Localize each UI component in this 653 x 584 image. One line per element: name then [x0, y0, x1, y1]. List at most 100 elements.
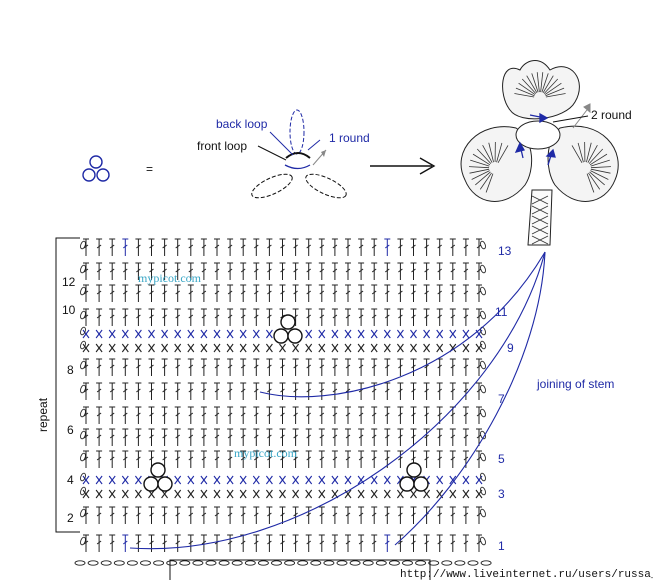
turning-chain: [80, 508, 86, 518]
single-crochet-stitch: [410, 489, 417, 499]
double-crochet-slash: [201, 412, 207, 417]
double-crochet-slash: [398, 512, 403, 517]
single-crochet-stitch: [82, 489, 90, 499]
double-crochet-slash: [267, 244, 272, 249]
double-crochet-slash: [123, 314, 128, 319]
leaf-right-stitch: [586, 142, 592, 163]
turning-chain: [80, 536, 86, 546]
double-crochet-slash: [371, 512, 377, 517]
foundation-chain: [388, 560, 400, 566]
double-crochet-slash: [175, 540, 180, 545]
double-crochet-slash: [463, 456, 469, 461]
double-crochet-slash: [254, 388, 259, 393]
leaf-left-stitch: [470, 159, 490, 167]
leaf-right-stitch: [589, 171, 605, 186]
single-crochet-stitch: [95, 489, 103, 499]
double-crochet-slash: [450, 244, 456, 249]
double-crochet-slash: [319, 244, 325, 249]
double-crochet-slash: [476, 268, 482, 273]
double-crochet-slash: [254, 244, 259, 249]
double-crochet-slash: [463, 290, 469, 295]
leaf-right-stitch: [588, 172, 601, 190]
single-crochet-stitch: [396, 329, 404, 339]
single-crochet-stitch: [331, 329, 339, 339]
double-crochet-slash: [162, 268, 167, 273]
double-crochet-slash: [332, 456, 338, 461]
foundation-chain: [284, 560, 296, 566]
double-crochet-slash: [162, 456, 167, 461]
single-crochet-stitch: [396, 343, 404, 353]
leaf-top-stitch: [515, 87, 535, 97]
double-crochet-slash: [240, 412, 246, 417]
single-crochet-stitch: [148, 343, 155, 353]
single-crochet-stitch: [462, 329, 470, 339]
double-crochet-slash: [424, 388, 429, 393]
double-crochet-slash: [267, 540, 272, 545]
leaf-top-stitch: [536, 72, 540, 93]
double-crochet-slash: [437, 512, 443, 517]
double-crochet-slash: [319, 268, 325, 273]
double-crochet-slash: [201, 364, 207, 369]
single-crochet-stitch: [239, 343, 247, 353]
single-crochet-stitch: [82, 343, 90, 353]
double-crochet-slash: [345, 290, 351, 295]
double-crochet-slash: [398, 456, 403, 461]
leaf-top-stitch: [542, 75, 554, 94]
double-crochet-slash: [254, 540, 259, 545]
single-crochet-stitch: [436, 329, 444, 339]
double-crochet-slash: [384, 268, 390, 273]
double-crochet-slash: [96, 456, 102, 461]
double-crochet-slash: [463, 244, 469, 249]
double-crochet-slash: [384, 456, 390, 461]
double-crochet-slash: [437, 456, 443, 461]
double-crochet-slash: [450, 268, 456, 273]
double-crochet-slash: [437, 268, 443, 273]
double-crochet-slash: [332, 290, 338, 295]
double-crochet-slash: [214, 244, 220, 249]
double-crochet-slash: [332, 364, 338, 369]
double-crochet-slash: [162, 434, 167, 439]
double-crochet-slash: [136, 290, 141, 295]
foundation-chain: [205, 560, 217, 566]
turning-chain: [80, 472, 86, 482]
double-crochet-slash: [149, 290, 154, 295]
double-crochet-slash: [227, 434, 233, 439]
double-crochet-slash: [280, 456, 285, 461]
double-crochet-slash: [411, 456, 416, 461]
double-crochet-slash: [463, 388, 469, 393]
foundation-chain: [113, 560, 125, 566]
foundation-chain: [244, 560, 256, 566]
double-crochet-slash: [332, 540, 338, 545]
double-crochet-slash: [280, 434, 285, 439]
double-crochet-slash: [306, 540, 312, 545]
double-crochet-slash: [293, 512, 298, 517]
double-crochet-slash: [463, 540, 469, 545]
foundation-chain: [231, 560, 243, 566]
double-crochet-slash: [437, 244, 443, 249]
double-crochet-slash: [201, 434, 207, 439]
double-crochet-slash: [306, 290, 312, 295]
double-crochet-slash: [384, 388, 390, 393]
double-crochet-slash: [371, 540, 377, 545]
foundation-chain: [323, 560, 335, 566]
foundation-chain: [257, 560, 269, 566]
stem-stitch: [531, 195, 549, 205]
double-crochet-slash: [188, 314, 194, 319]
double-crochet-slash: [136, 412, 141, 417]
double-crochet-slash: [109, 456, 115, 461]
double-crochet-slash: [188, 290, 194, 295]
double-crochet-slash: [398, 540, 403, 545]
double-crochet-slash: [398, 268, 403, 273]
foundation-chain: [454, 560, 466, 566]
single-crochet-stitch: [318, 343, 326, 353]
double-crochet-slash: [123, 268, 128, 273]
single-crochet-stitch: [226, 343, 234, 353]
double-crochet-slash: [201, 290, 207, 295]
foundation-chain: [297, 560, 309, 566]
double-crochet-slash: [123, 388, 128, 393]
double-crochet-slash: [136, 364, 141, 369]
double-crochet-slash: [411, 290, 416, 295]
double-crochet-slash: [411, 244, 416, 249]
double-crochet-slash: [175, 456, 180, 461]
row-number-left: 4: [67, 473, 74, 487]
